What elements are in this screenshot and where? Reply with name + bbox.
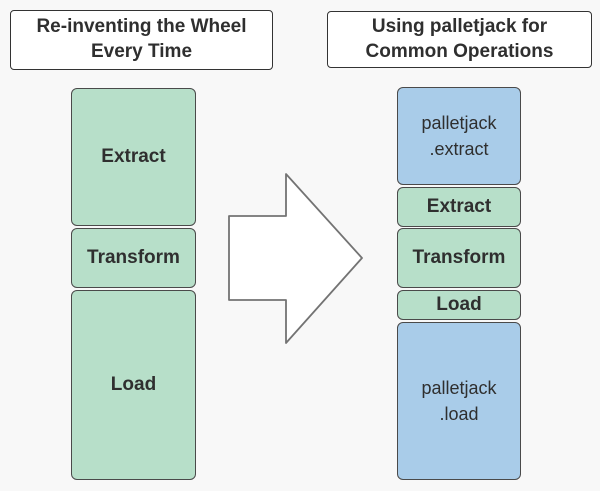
right-title-line-2: Common Operations: [365, 40, 554, 62]
left-title-line-1: Re-inventing the Wheel: [36, 16, 247, 38]
right-palletjack-load-box: palletjack .load: [397, 322, 521, 480]
left-load-box: Load: [71, 290, 196, 480]
left-load-label: Load: [110, 374, 157, 395]
right-panel-title: Using palletjack for Common Operations: [327, 11, 592, 68]
right-palletjack-extract-box: palletjack .extract: [397, 87, 521, 185]
right-transform-box: Transform: [397, 228, 521, 288]
block-arrow-right-shape: [228, 173, 363, 344]
left-title-line-2: Every Time: [90, 41, 193, 62]
block-arrow-right-svg: [228, 173, 363, 344]
right-palletjack-extract-line-1: palletjack: [421, 112, 497, 133]
right-extract-box: Extract: [397, 187, 521, 227]
right-extract-label: Extract: [426, 196, 492, 217]
right-transform-label: Transform: [412, 247, 506, 268]
left-extract-box: Extract: [71, 88, 196, 226]
left-transform-box: Transform: [71, 228, 196, 288]
right-palletjack-load-line-2: .load: [439, 404, 479, 424]
left-extract-label: Extract: [101, 146, 166, 167]
right-load-label: Load: [436, 294, 482, 315]
right-title-line-1: Using palletjack for: [371, 15, 548, 37]
right-palletjack-load-line-1: palletjack: [421, 377, 497, 398]
right-load-box: Load: [397, 290, 521, 320]
right-palletjack-extract-line-2: .extract: [429, 139, 489, 159]
left-panel-title: Re-inventing the Wheel Every Time: [10, 10, 273, 70]
block-arrow-right-icon: [224, 169, 368, 349]
left-transform-label: Transform: [87, 247, 180, 268]
